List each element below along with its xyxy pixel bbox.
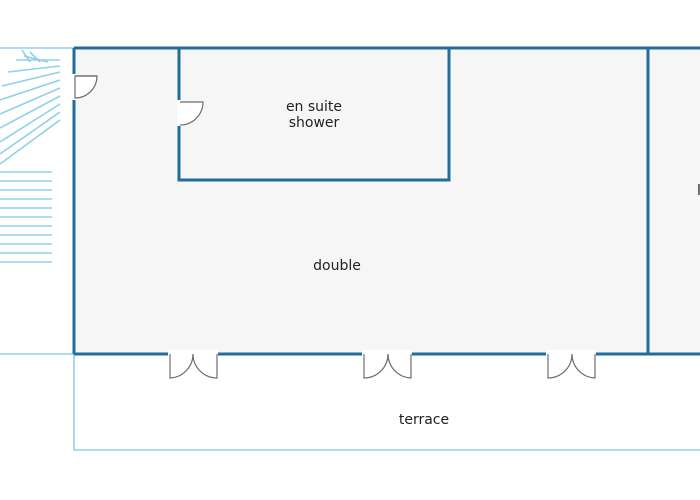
terrace-door-1 [168, 350, 218, 379]
door-en-suite [177, 100, 204, 126]
terrace-door-2 [362, 350, 412, 379]
terrace-label: terrace [399, 412, 449, 428]
en-suite-room [179, 48, 449, 180]
double-label: double [313, 258, 361, 274]
terrace-outline [73, 354, 700, 451]
stair-outline [0, 47, 74, 355]
en-suite-label-line1: en suite [286, 99, 342, 115]
right-room-label: l [697, 183, 700, 199]
staircase [0, 49, 61, 263]
en-suite-label-line2: shower [289, 115, 340, 131]
door-stair [72, 74, 98, 100]
terrace-door-3 [546, 350, 596, 379]
